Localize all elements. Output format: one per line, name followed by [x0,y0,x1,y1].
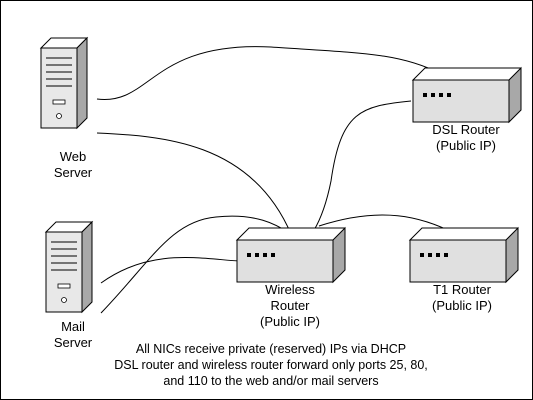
mail-server-label: Mail Server [53,319,93,350]
note-line-servers: and 110 to the web and/or mail servers [163,374,379,388]
t1-router-label: T1 Router (Public IP) [432,282,492,313]
cable-web-to-dsl [96,46,442,101]
cable-web-to-wireless [96,132,292,235]
dsl-router-label: DSL Router (Public IP) [432,122,500,153]
t1-router-icon [409,227,519,283]
wireless-router-icon [236,227,346,283]
cable-mail-to-wireless [100,215,292,314]
web-server-icon [40,37,88,129]
mail-server-icon [45,221,93,313]
web-server-label: Web Server [53,149,93,180]
configuration-note: All NICs receive private (reserved) IPs … [61,341,481,389]
dsl-router-icon [412,67,522,123]
wireless-router-label: Wireless Router (Public IP) [260,282,320,329]
note-line-port-forwarding: DSL router and wireless router forward o… [114,358,428,372]
note-line-dhcp: All NICs receive private (reserved) IPs … [135,342,407,356]
